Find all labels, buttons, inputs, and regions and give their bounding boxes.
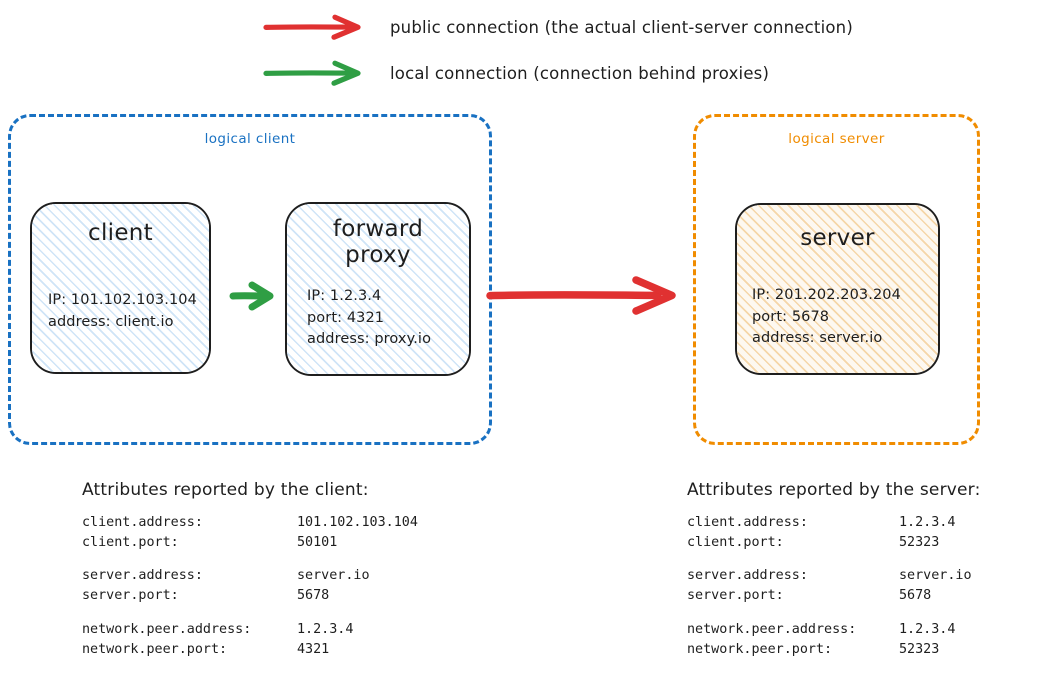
logical-client-label: logical client: [204, 131, 296, 147]
server-details: IP: 201.202.203.204 port: 5678 address: …: [737, 285, 938, 349]
proxy-detail-ip: IP: 1.2.3.4: [307, 288, 382, 305]
client-hatch-fill: [32, 204, 209, 372]
server-detail-port: port: 5678: [752, 308, 830, 325]
attribute-row: client.port: 50101: [82, 533, 418, 553]
proxy-detail-address: address: proxy.io: [307, 331, 432, 348]
attribute-value: 52323: [899, 641, 940, 657]
attribute-row: client.port: 52323: [687, 533, 972, 553]
spacer-cell: [687, 552, 899, 566]
attribute-key: network.peer.port:: [687, 641, 833, 657]
client-attributes-body: client.address: 101.102.103.104 client.por…: [82, 513, 418, 659]
attribute-value: 1.2.3.4: [899, 621, 956, 637]
spacer-cell: [899, 606, 972, 620]
attribute-value: 1.2.3.4: [297, 621, 354, 637]
attribute-row: client.address: 1.2.3.4: [687, 513, 972, 533]
legend-public-label: public connection (the actual client-ser…: [390, 17, 853, 37]
attribute-row: network.peer.port: 52323: [687, 640, 972, 660]
server-detail-ip: IP: 201.202.203.204: [752, 287, 901, 304]
attribute-row: server.port: 5678: [687, 586, 972, 606]
spacer-cell: [899, 552, 972, 566]
client-content: client IP: 101.102.103.104 address: clie…: [32, 204, 209, 372]
attr-group-spacer: [82, 552, 418, 566]
attribute-value: 5678: [899, 588, 932, 604]
attribute-key: network.peer.address:: [687, 621, 857, 637]
attribute-value: 4321: [297, 641, 330, 657]
attribute-row: network.peer.port: 4321: [82, 640, 418, 660]
server-attributes-body: client.address: 1.2.3.4 client.port: 52323 s…: [687, 513, 972, 659]
spacer-cell: [297, 552, 418, 566]
spacer-cell: [687, 606, 899, 620]
client-title: client: [88, 220, 153, 246]
attribute-key: network.peer.port:: [82, 641, 228, 657]
server-title: server: [800, 225, 875, 251]
attribute-row: network.peer.address: 1.2.3.4: [82, 620, 418, 640]
server-detail-address: address: server.io: [752, 330, 883, 347]
attribute-key: client.address:: [82, 515, 203, 530]
attribute-row: network.peer.address: 1.2.3.4: [687, 620, 972, 640]
server-hatch-fill: [737, 205, 938, 373]
node-server[interactable]: server IP: 201.202.203.204 port: 5678 ad…: [735, 203, 940, 375]
server-attributes-block: Attributes reported by the server: clien…: [687, 480, 981, 659]
attribute-row: server.address: server.io: [82, 566, 418, 586]
client-detail-ip: IP: 101.102.103.104: [48, 292, 197, 309]
attribute-value: 1.2.3.4: [899, 515, 956, 530]
attribute-key: client.port:: [687, 534, 784, 550]
legend-item-public-connection: public connection (the actual client-ser…: [262, 14, 853, 40]
spacer-cell: [297, 606, 418, 620]
attribute-key: server.address:: [687, 568, 808, 584]
proxy-details: IP: 1.2.3.4 port: 4321 address: proxy.io: [287, 286, 469, 350]
logical-server-zone: logical server: [693, 114, 980, 445]
attribute-value: 101.102.103.104: [297, 515, 418, 530]
legend-local-arrow: [262, 60, 372, 86]
logical-client-zone: logical client: [8, 114, 492, 445]
spacer-cell: [82, 606, 297, 620]
attribute-row: server.port: 5678: [82, 586, 418, 606]
attr-group-spacer: [687, 552, 972, 566]
arrow-right-icon: [263, 60, 361, 86]
attribute-value: server.io: [297, 568, 370, 584]
attribute-key: server.port:: [82, 588, 179, 604]
server-content: server IP: 201.202.203.204 port: 5678 ad…: [737, 205, 938, 373]
server-attributes-table: client.address: 1.2.3.4 client.port: 52323 s…: [687, 513, 972, 659]
attribute-value: 52323: [899, 534, 940, 550]
proxy-title-line2: proxy: [345, 242, 411, 269]
attribute-key: server.address:: [82, 568, 203, 584]
proxy-hatch-fill: [287, 204, 469, 374]
arrow-proxy-to-server: [486, 262, 700, 328]
node-forward-proxy[interactable]: forward proxy IP: 1.2.3.4 port: 4321 add…: [285, 202, 471, 376]
attribute-value: server.io: [899, 568, 972, 584]
attribute-key: client.port:: [82, 534, 179, 550]
legend-public-arrow: [262, 14, 372, 40]
client-attributes-table: client.address: 101.102.103.104 client.por…: [82, 513, 418, 659]
spacer-cell: [82, 552, 297, 566]
attr-group-spacer: [687, 606, 972, 620]
attribute-value: 5678: [297, 588, 330, 604]
proxy-detail-port: port: 4321: [307, 309, 385, 326]
attr-group-spacer: [82, 606, 418, 620]
arrow-right-icon: [263, 14, 361, 40]
attribute-value: 50101: [297, 534, 338, 550]
client-attributes-heading: Attributes reported by the client:: [82, 480, 369, 500]
attribute-row: server.address: server.io: [687, 566, 972, 586]
legend-local-label: local connection (connection behind prox…: [390, 63, 770, 83]
attribute-row: client.address: 101.102.103.104: [82, 513, 418, 533]
proxy-title-line1: forward: [332, 216, 424, 242]
client-attributes-block: Attributes reported by the client: clien…: [82, 480, 418, 659]
node-client[interactable]: client IP: 101.102.103.104 address: clie…: [30, 202, 211, 374]
logical-server-label: logical server: [788, 131, 885, 147]
attribute-key: server.port:: [687, 588, 784, 604]
client-details: IP: 101.102.103.104 address: client.io: [32, 290, 209, 333]
proxy-content: forward proxy IP: 1.2.3.4 port: 4321 add…: [287, 204, 469, 374]
server-attributes-heading: Attributes reported by the server:: [687, 480, 981, 500]
client-detail-address: address: client.io: [48, 313, 174, 330]
attribute-key: network.peer.address:: [82, 621, 252, 637]
arrow-right-icon: [486, 276, 676, 315]
attribute-key: client.address:: [687, 515, 808, 530]
legend-item-local-connection: local connection (connection behind prox…: [262, 60, 769, 86]
